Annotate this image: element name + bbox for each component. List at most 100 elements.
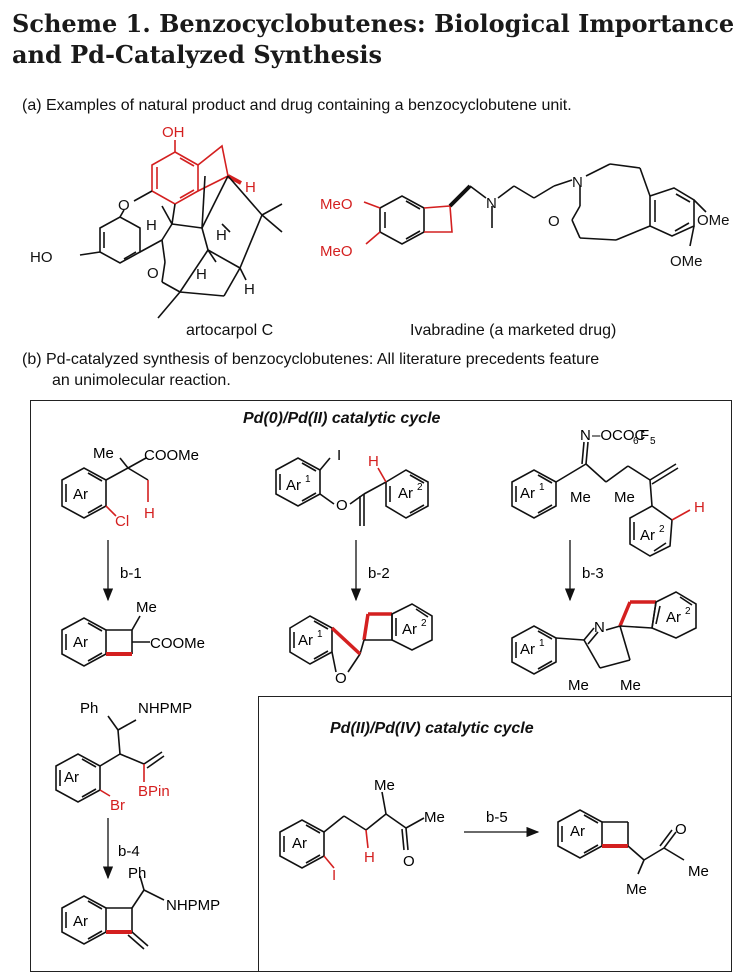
b5-atom-me2: Me — [424, 809, 445, 826]
b2-atom-ar1: Ar — [286, 477, 301, 494]
atom-n-lactam: N — [572, 174, 583, 191]
b5-product-me1: Me — [626, 881, 647, 898]
b3-atom-me2: Me — [614, 489, 635, 506]
b2-product — [289, 603, 433, 673]
b2-product-ar1: Ar — [298, 632, 313, 649]
inner-scheme-box — [258, 696, 731, 971]
b2-atom-o: O — [336, 497, 348, 514]
b3-product-ar2-sup: 2 — [685, 606, 691, 617]
b5-arrow-label: b-5 — [486, 809, 508, 826]
atom-h-1: H — [146, 217, 157, 234]
b1-atom-cl: Cl — [115, 513, 129, 530]
b1-product-me: Me — [136, 599, 157, 616]
ivabradine-structure — [379, 163, 707, 247]
b5-product-me2: Me — [688, 863, 709, 880]
b2-atom-ar2-sup: 2 — [417, 482, 423, 493]
atom-o-ether: O — [118, 197, 130, 214]
b2-product-ar1-sup: 1 — [317, 629, 323, 640]
b2-atom-i: I — [337, 447, 341, 464]
b2-atom-h: H — [368, 453, 379, 470]
atom-h-4: H — [244, 281, 255, 298]
cycle-label-pd0: Pd(0)/Pd(II) catalytic cycle — [243, 410, 441, 427]
b2-product-ar2-sup: 2 — [421, 618, 427, 629]
b3-atom-h: H — [694, 499, 705, 516]
b5-product-o: O — [675, 821, 687, 838]
b3-atom-ar1: Ar — [520, 485, 535, 502]
b4-reactant — [55, 715, 165, 803]
b3-atom-f5: 5 — [650, 436, 656, 447]
b1-reactant — [61, 457, 149, 519]
atom-meo-1: MeO — [320, 196, 353, 213]
b5-atom-h: H — [364, 849, 375, 866]
b3-product-ar2: Ar — [666, 609, 681, 626]
b3-product-n: N — [594, 619, 605, 636]
b3-atom-ar1-sup: 1 — [539, 482, 545, 493]
b3-reactant — [511, 441, 691, 557]
caption-part-b-line1: (b) Pd-catalyzed synthesis of benzocyclo… — [22, 351, 600, 368]
b3-atom-c6: 6 — [633, 436, 639, 447]
b3-product-me2: Me — [620, 677, 641, 694]
b3-atom-f: F — [640, 427, 649, 444]
b3-atom-me1: Me — [570, 489, 591, 506]
b4-atom-nhpmp: NHPMP — [138, 700, 192, 717]
b4-product-ph: Ph — [128, 865, 146, 882]
b2-atom-ar2: Ar — [398, 485, 413, 502]
b4-product-ar: Ar — [73, 913, 88, 930]
b3-arrow-label: b-3 — [582, 565, 604, 582]
artocarpol-structure — [79, 140, 283, 319]
b1-atom-ar: Ar — [73, 486, 88, 503]
b4-product — [61, 875, 165, 950]
b4-atom-bpin: BPin — [138, 783, 170, 800]
b1-atom-me: Me — [93, 445, 114, 462]
atom-o-lactam: O — [548, 213, 560, 230]
scheme-title: Scheme 1. Benzocyclobutenes: Biological … — [12, 9, 735, 69]
atom-ho-left: HO — [30, 249, 53, 266]
compound-name-ivabradine: Ivabradine (a marketed drug) — [410, 322, 617, 339]
b5-atom-i: I — [332, 867, 336, 884]
b2-arrow-label: b-2 — [368, 565, 390, 582]
b2-atom-ar1-sup: 1 — [305, 474, 311, 485]
b5-product — [557, 809, 685, 875]
atom-h-2: H — [216, 227, 227, 244]
atom-ome-2: OMe — [670, 253, 703, 270]
b2-product-ar2: Ar — [402, 621, 417, 638]
b1-atom-coome: COOMe — [144, 447, 199, 464]
atom-oh-top: OH — [162, 124, 185, 141]
b5-atom-ar: Ar — [292, 835, 307, 852]
atom-ome-1: OMe — [697, 212, 730, 229]
b5-atom-o: O — [403, 853, 415, 870]
b3-product-ar1: Ar — [520, 641, 535, 658]
b4-atom-br: Br — [110, 797, 125, 814]
caption-part-a: (a) Examples of natural product and drug… — [22, 97, 572, 114]
atom-o-bridge: O — [147, 265, 159, 282]
b4-product-nhpmp: NHPMP — [166, 897, 220, 914]
atom-n-amine: N — [486, 195, 497, 212]
caption-part-b-line2: an unimolecular reaction. — [52, 372, 231, 389]
b5-product-ar: Ar — [570, 823, 585, 840]
b3-product-ar1-sup: 1 — [539, 638, 545, 649]
b1-product-coome: COOMe — [150, 635, 205, 652]
b2-product-o: O — [335, 670, 347, 687]
b1-product — [61, 615, 150, 667]
b3-atom-n: N — [580, 427, 591, 444]
b3-atom-ocoC: –OCOC — [592, 427, 646, 444]
b4-atom-ph: Ph — [80, 700, 98, 717]
b5-atom-me1: Me — [374, 777, 395, 794]
b3-product-me1: Me — [568, 677, 589, 694]
b5-reactant — [279, 791, 425, 869]
cycle-label-pd2: Pd(II)/Pd(IV) catalytic cycle — [330, 720, 534, 737]
compound-name-artocarpol: artocarpol C — [186, 322, 274, 339]
b1-atom-h: H — [144, 505, 155, 522]
atom-h-3: H — [196, 266, 207, 283]
b3-product — [511, 591, 697, 675]
b3-atom-ar2-sup: 2 — [659, 524, 665, 535]
b2-reactant — [275, 457, 429, 526]
b3-atom-ar2: Ar — [640, 527, 655, 544]
atom-h-red: H — [245, 179, 256, 196]
b4-atom-ar: Ar — [64, 769, 79, 786]
b1-arrow-label: b-1 — [120, 565, 142, 582]
atom-meo-2: MeO — [320, 243, 353, 260]
outer-scheme-box — [30, 400, 732, 972]
b1-product-ar: Ar — [73, 634, 88, 651]
